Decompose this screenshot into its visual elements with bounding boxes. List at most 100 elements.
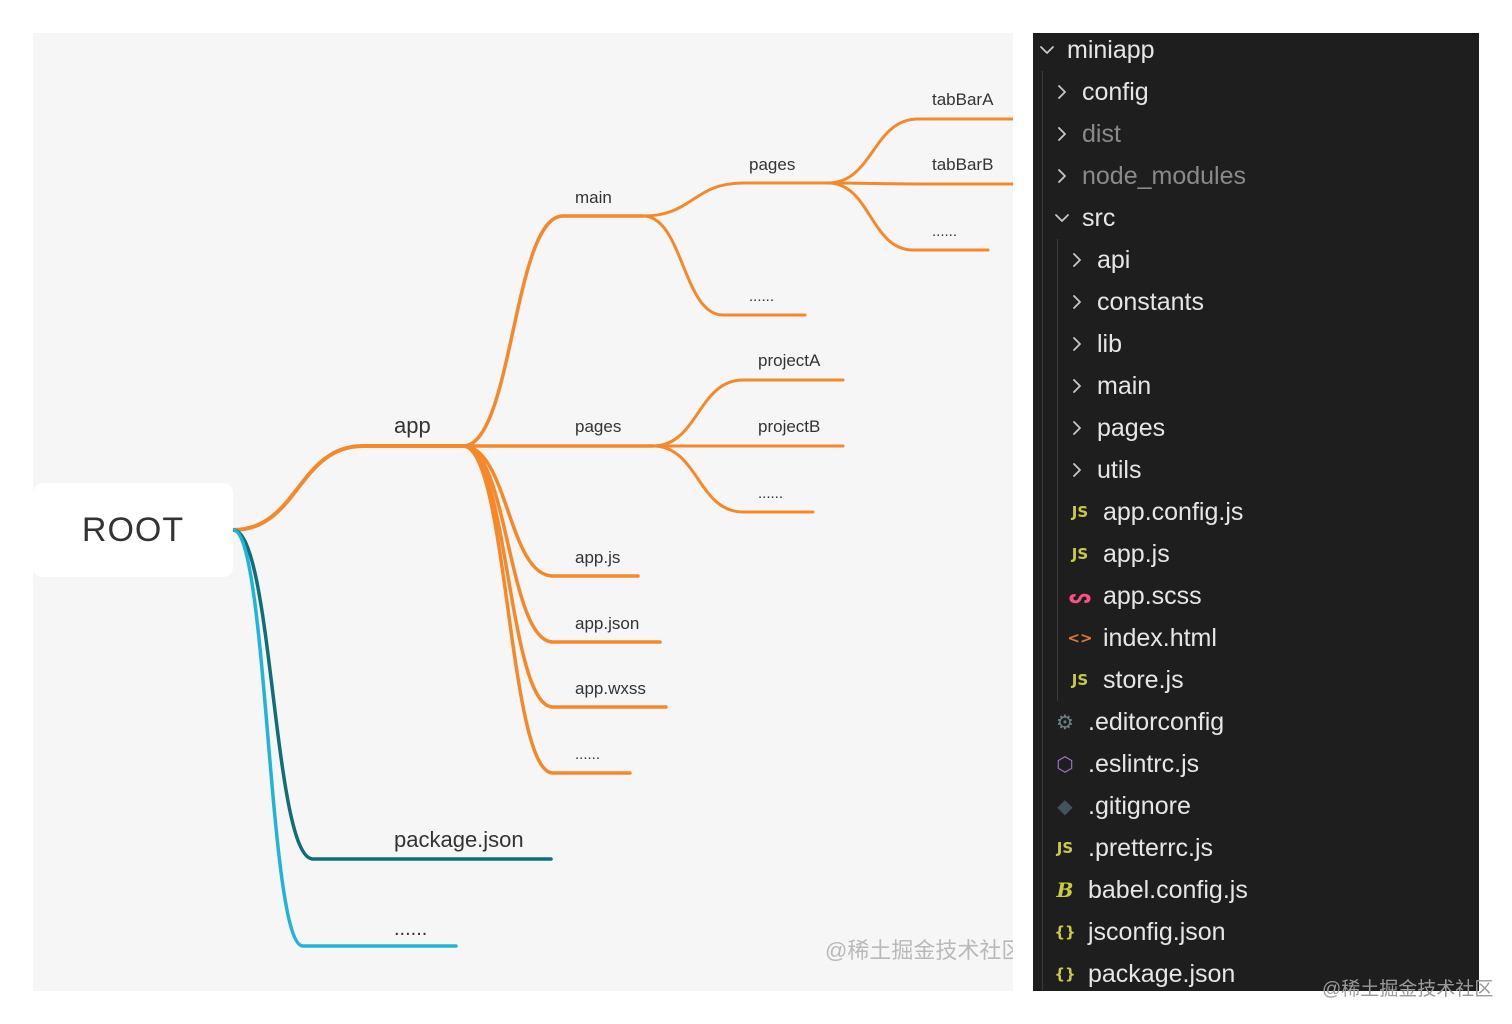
js-file-icon: JS [1056,839,1074,857]
page-watermark: @稀土掘金技术社区 [1322,979,1494,1000]
chevron-right-icon[interactable] [1067,334,1087,354]
js-file-icon: JS [1071,545,1089,563]
file-row[interactable]: {} package.json [1033,953,1479,991]
chevron-right-icon[interactable] [1067,460,1087,480]
row-label: src [1082,203,1116,232]
node-package-json: package.json [394,827,524,852]
row-label: dist [1082,119,1121,148]
file-row[interactable]: ◆ .gitignore [1033,785,1479,827]
babel-file-icon: B [1056,878,1074,902]
edge-pages2-more [651,444,815,514]
row-label: config [1082,77,1149,106]
chevron-right-icon[interactable] [1067,418,1087,438]
row-label: utils [1097,455,1142,484]
chevron-right-icon[interactable] [1052,82,1072,102]
chevron-right-icon[interactable] [1052,124,1072,144]
row-label: lib [1097,329,1123,358]
row-label: miniapp [1067,35,1155,64]
file-row[interactable]: ⚙.editorconfig [1033,701,1479,743]
chevron-right-icon[interactable] [1052,166,1072,186]
node-app-more: ...... [575,746,600,763]
file-row[interactable]: ᔕ app.scss [1033,575,1479,617]
folder-row[interactable]: pages [1033,407,1479,449]
folder-row[interactable]: src [1033,197,1479,239]
node-app-pages-more: ...... [758,485,783,502]
file-row[interactable]: <> index.html [1033,617,1479,659]
mindmap-canvas: app main pages tabBarA tabBarB............ pa… [231,90,1013,948]
node-main-pages: pages [749,155,795,174]
row-label: index.html [1103,623,1217,652]
file-row[interactable]: ⬡ .eslintrc.js [1033,743,1479,785]
row-label: app.scss [1103,581,1202,610]
edge-pages-tabBarB [826,181,1013,186]
edge-root-more [231,528,458,948]
file-row[interactable]: JS store.js [1033,659,1479,701]
edge-pages-tabBarA [826,117,1013,185]
file-row[interactable]: JS .pretterrc.js [1033,827,1479,869]
folder-row[interactable]: node_modules [1033,155,1479,197]
node-projectA: projectA [758,351,821,370]
edge-root-app [231,444,465,532]
row-label: api [1097,245,1131,274]
gear-file-icon: ⚙ [1056,710,1074,734]
node-main: main [575,188,612,207]
js-file-icon: JS [1071,671,1089,689]
row-label: .pretterrc.js [1088,833,1214,862]
file-row[interactable]: JS app.config.js [1033,491,1479,533]
indent-guide [1057,239,1058,701]
row-label: jsconfig.json [1088,917,1226,946]
eslint-file-icon: ⬡ [1056,752,1074,776]
json-file-icon: {} [1054,965,1076,983]
edge-main-more [641,214,807,317]
folder-row[interactable]: api [1033,239,1479,281]
sass-file-icon: ᔕ [1068,584,1092,608]
git-file-icon: ◆ [1057,794,1073,818]
row-label: main [1097,371,1152,400]
chevron-down-icon[interactable] [1052,208,1072,228]
folder-row[interactable]: dist [1033,113,1479,155]
edge-app-appjs [461,444,640,578]
chevron-right-icon[interactable] [1067,292,1087,312]
node-main-more: ...... [749,288,774,305]
folder-row[interactable]: main [1033,365,1479,407]
row-label: package.json [1088,959,1236,988]
chevron-right-icon[interactable] [1067,250,1087,270]
mindmap-watermark: @稀土掘金技术社区 [825,938,1013,963]
row-label: pages [1097,413,1166,442]
row-label: app.config.js [1103,497,1244,526]
edge-app-more [461,444,632,775]
folder-row[interactable]: lib [1033,323,1479,365]
row-label: .eslintrc.js [1088,749,1200,778]
chevron-right-icon[interactable] [1067,376,1087,396]
indent-guide [1042,71,1043,991]
root-node: ROOT [33,483,233,577]
node-app-js: app.js [575,548,620,567]
folder-row[interactable]: constants [1033,281,1479,323]
folder-row[interactable]: utils [1033,449,1479,491]
file-row[interactable]: {}jsconfig.json [1033,911,1479,953]
node-root-more: ...... [394,918,427,940]
edge-root-package [231,528,553,861]
folder-row[interactable]: miniapp [1033,33,1479,71]
node-app: app [394,413,431,438]
root-label: ROOT [81,510,185,549]
row-label: babel.config.js [1088,875,1248,904]
node-app-pages: pages [575,417,621,436]
node-app-json: app.json [575,614,639,633]
node-app-wxss: app.wxss [575,679,646,698]
edge-app-main [461,214,645,448]
js-file-icon: JS [1071,503,1089,521]
row-label: constants [1097,287,1205,316]
row-label: store.js [1103,665,1184,694]
row-label: node_modules [1082,161,1247,190]
node-tabBarA: tabBarA [932,90,994,109]
row-label: .gitignore [1088,791,1191,820]
html-file-icon: <> [1067,629,1093,647]
node-tabBarB: tabBarB [932,155,993,174]
folder-row[interactable]: config [1033,71,1479,113]
chevron-down-icon[interactable] [1037,40,1057,60]
edge-pages-more [826,181,990,252]
